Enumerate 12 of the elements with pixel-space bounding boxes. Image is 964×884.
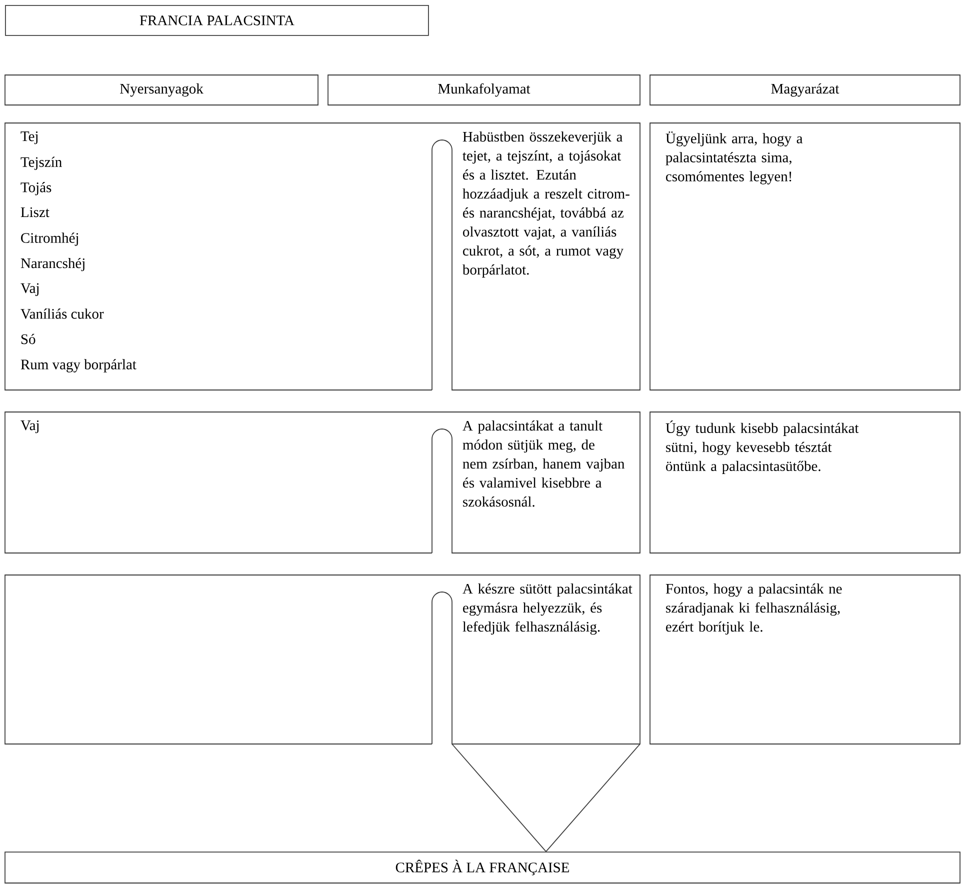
step-box: Tej Tejszín Tojás Liszt Citromhéj Narancshéj Vaj Vaníliás cukor Só Rum vagy borpárlat Habüstben összekeverjük a tejet, a tejszínt, a tojásokat és a lisztet. Ezután hozzáadjuk a reszelt citrom- és narancshéjat, továbbá az olvasztott vajat, a vaníliás cukrot, a sót, a rumot vagy borpárlatot. <box>4 122 640 390</box>
explanation-box: Ügyeljünk arra, hogy a palacsintatészta sima, csomómentes legyen! <box>650 122 960 390</box>
step-box: Vaj A palacsintákat a tanult módon sütjük meg, de nem zsírban, hanem vajban és valamivel kisebbre a szokásosnál. <box>4 412 640 554</box>
chevron-arrow <box>452 744 640 852</box>
header-box: Munkafolyamat <box>328 74 640 106</box>
title-box: FRANCIA PALACSINTA <box>5 5 429 36</box>
explanation-box: Úgy tudunk kisebb palacsintákat sütni, hogy kevesebb tésztát öntünk a palacsintasütőbe. <box>650 412 960 554</box>
header-box: Magyarázat <box>650 74 960 106</box>
header-box: Nyersanyagok <box>4 74 318 106</box>
header-box: CRÊPES À LA FRANÇAISE <box>4 852 960 884</box>
step-box: A készre sütött palacsintákat egymásra helyezzük, és lefedjük felhasználásig. <box>4 574 640 744</box>
explanation-box: Fontos, hogy a palacsinták ne száradjanak ki felhasználásig, ezért borítjuk le. <box>650 574 960 744</box>
